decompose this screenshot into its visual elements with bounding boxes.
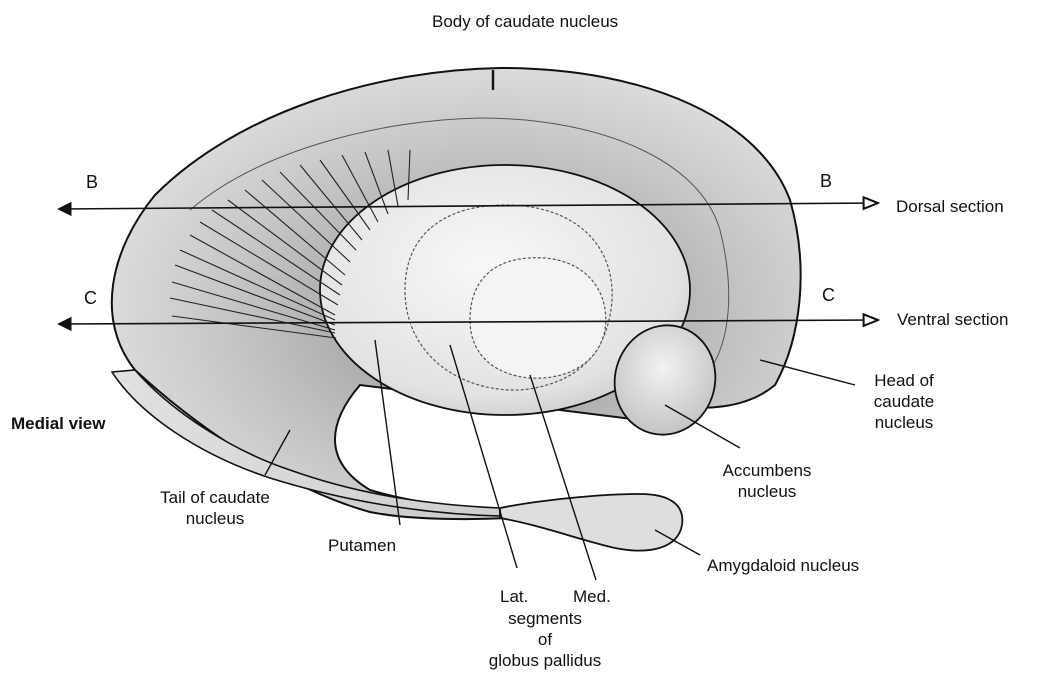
amygdaloid-shape [500, 494, 682, 551]
label-tail-caudate-line1: Tail of caudate [140, 487, 290, 508]
medial-pallidus-contour [470, 258, 606, 378]
marker-c-left: C [84, 288, 97, 309]
label-globus-pallidus-line1: segments [470, 608, 620, 629]
label-dorsal-section: Dorsal section [896, 196, 1004, 217]
label-tail-caudate-line2: nucleus [140, 508, 290, 529]
label-tail-caudate: Tail of caudate nucleus [140, 487, 290, 529]
label-lat: Lat. [500, 586, 528, 607]
label-med: Med. [573, 586, 611, 607]
label-head-caudate-line3: nucleus [858, 412, 950, 433]
label-globus-pallidus-line2: of [470, 629, 620, 650]
label-medial-view: Medial view [11, 413, 105, 434]
label-head-caudate-line2: caudate [858, 391, 950, 412]
label-accumbens-line2: nucleus [712, 481, 822, 502]
label-head-caudate-line1: Head of [858, 370, 950, 391]
label-body-caudate: Body of caudate nucleus [432, 11, 618, 32]
marker-b-left: B [86, 172, 98, 193]
marker-b-right: B [820, 171, 832, 192]
label-putamen: Putamen [328, 535, 396, 556]
marker-c-right: C [822, 285, 835, 306]
label-head-caudate: Head of caudate nucleus [858, 370, 950, 433]
label-globus-pallidus: segments of globus pallidus [470, 608, 620, 671]
label-globus-pallidus-line3: globus pallidus [470, 650, 620, 671]
label-amygdaloid: Amygdaloid nucleus [707, 555, 859, 576]
label-ventral-section: Ventral section [897, 309, 1009, 330]
label-accumbens-line1: Accumbens [712, 460, 822, 481]
label-accumbens: Accumbens nucleus [712, 460, 822, 502]
